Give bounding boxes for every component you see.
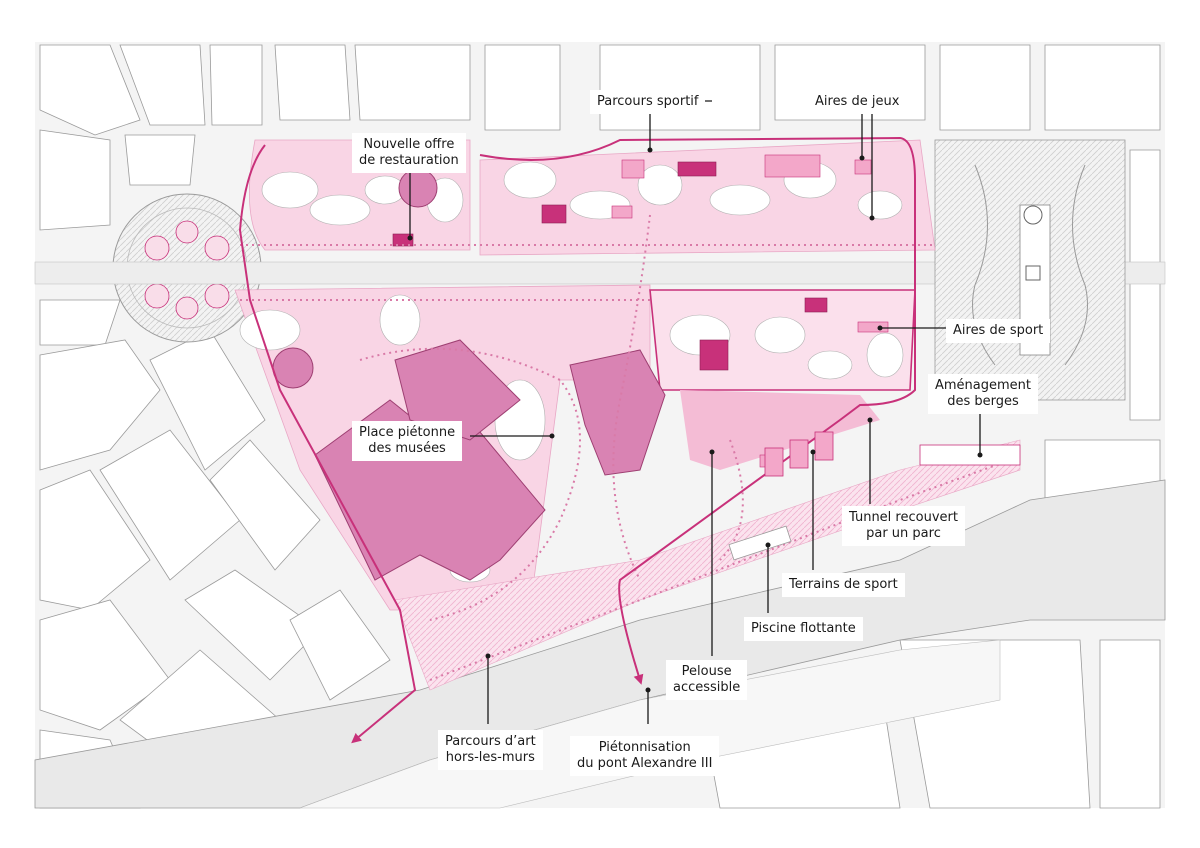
label-pelouse-line1: Pelouse xyxy=(681,664,732,679)
label-aires-de-sport-text: Aires de sport xyxy=(953,323,1044,338)
label-piscine-flottante: Piscine flottante xyxy=(744,617,863,641)
label-terrains-de-sport: Terrains de sport xyxy=(782,573,905,597)
label-aires-de-sport: Aires de sport xyxy=(946,319,1051,343)
label-place-pietonne-line1: Place piétonne xyxy=(359,425,456,440)
label-nouvelle-offre-line1: Nouvelle offre xyxy=(363,137,455,152)
label-parcours-art: Parcours d’art hors-les-murs xyxy=(438,730,543,770)
label-place-pietonne: Place piétonne des musées xyxy=(352,421,463,461)
label-parcours-sportif-text: Parcours sportif xyxy=(597,94,699,109)
label-amenagement-line1: Aménagement xyxy=(935,378,1032,393)
label-parcours-sportif: Parcours sportif xyxy=(590,90,706,114)
piscine-flottante xyxy=(728,525,792,561)
label-amenagement-berges: Aménagement des berges xyxy=(928,374,1039,414)
label-pietonnisation: Piétonnisation du pont Alexandre III xyxy=(570,736,720,776)
label-aires-de-jeux: Aires de jeux xyxy=(808,90,907,114)
parcours-sportif-route xyxy=(479,136,916,685)
sport-courts xyxy=(764,431,834,477)
label-pelouse-accessible: Pelouse accessible xyxy=(666,660,748,700)
place-de-la-concorde xyxy=(934,139,1126,401)
label-aires-de-jeux-text: Aires de jeux xyxy=(815,94,900,109)
label-pietonnisation-line2: du pont Alexandre III xyxy=(577,756,713,771)
petit-palais xyxy=(569,349,666,476)
label-pietonnisation-line1: Piétonnisation xyxy=(598,740,691,755)
label-nouvelle-offre-line2: de restauration xyxy=(359,153,459,168)
label-pelouse-line2: accessible xyxy=(673,680,741,695)
label-parcours-art-line1: Parcours d’art xyxy=(445,734,536,749)
label-place-pietonne-line2: des musées xyxy=(368,441,446,456)
label-tunnel-line1: Tunnel recouvert xyxy=(849,510,958,525)
label-terrains-text: Terrains de sport xyxy=(789,577,898,592)
label-tunnel-recouvert: Tunnel recouvert par un parc xyxy=(842,506,965,546)
label-nouvelle-offre: Nouvelle offre de restauration xyxy=(352,133,466,173)
label-tunnel-line2: par un parc xyxy=(866,526,941,541)
western-route xyxy=(238,144,417,744)
pedestrian-paths xyxy=(240,214,1011,681)
berges-walk xyxy=(919,444,1021,466)
label-amenagement-line2: des berges xyxy=(947,394,1019,409)
garden-islands xyxy=(239,161,904,583)
label-piscine-text: Piscine flottante xyxy=(751,621,856,636)
label-parcours-art-line2: hors-les-murs xyxy=(445,750,535,765)
champs-elysees-road xyxy=(34,261,1166,285)
